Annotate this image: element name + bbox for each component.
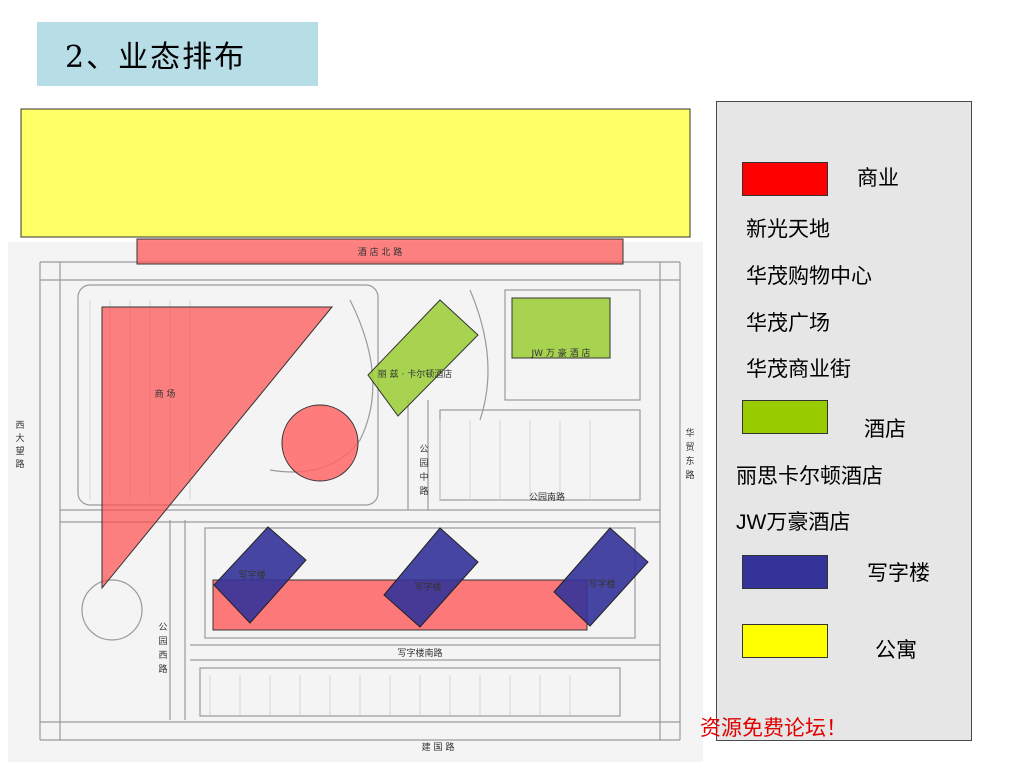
slide-title: 2、业态排布 — [65, 40, 247, 75]
site-plan: 酒 店 北 路 商 场 丽 兹 · 卡尔顿酒店 JW 万 豪 酒 店 写字楼 写… — [8, 108, 703, 762]
office-label-3: 写字楼 — [588, 578, 615, 590]
legend-commercial-item: 华茂商业街 — [746, 357, 851, 381]
legend-commercial-item: 华茂广场 — [746, 311, 830, 335]
legend-hotel-item: JW万豪酒店 — [736, 511, 851, 534]
svg-text:公: 公 — [419, 444, 428, 455]
svg-text:园: 园 — [158, 636, 167, 647]
street-hotel-north-road: 酒 店 北 路 — [358, 246, 403, 258]
legend-commercial-label: 商业 — [857, 166, 899, 190]
ritz-label: 丽 兹 · 卡尔顿酒店 — [378, 368, 452, 380]
svg-text:路: 路 — [158, 663, 167, 675]
office-tower-2 — [383, 527, 479, 628]
apartment-zone — [20, 108, 691, 238]
street-park-south-road: 公园南路 — [529, 491, 565, 503]
svg-text:路: 路 — [419, 485, 428, 497]
svg-text:贸: 贸 — [685, 441, 694, 453]
legend-hotel-swatch — [742, 400, 828, 434]
svg-text:华: 华 — [685, 427, 694, 439]
svg-text:园: 园 — [419, 458, 428, 469]
commercial-strip-north — [136, 238, 624, 265]
office-label-2: 写字楼 — [414, 581, 441, 593]
svg-text:路: 路 — [685, 469, 694, 481]
street-west-dawang-road: 西 大 望 路 — [15, 420, 24, 470]
svg-text:大: 大 — [15, 432, 24, 444]
svg-text:公: 公 — [158, 622, 167, 633]
commercial-mall-zone — [101, 306, 334, 590]
legend-hotel-label: 酒店 — [864, 417, 906, 441]
svg-text:东: 东 — [685, 455, 694, 467]
legend-commercial-swatch — [742, 162, 828, 196]
legend-office-swatch — [742, 555, 828, 589]
legend-commercial-item: 华茂购物中心 — [746, 264, 872, 288]
office-tower-3 — [553, 527, 649, 627]
legend-hotel-item: 丽思卡尔顿酒店 — [736, 464, 883, 488]
office-label-1: 写字楼 — [238, 569, 265, 581]
svg-text:路: 路 — [15, 458, 24, 470]
street-huamao-east-road: 华 贸 东 路 — [685, 427, 694, 481]
legend-apartment-label: 公寓 — [875, 638, 917, 662]
legend-office-label: 写字楼 — [867, 561, 930, 585]
footer-text: 资源免费论坛！ — [700, 716, 847, 740]
jw-label: JW 万 豪 酒 店 — [531, 347, 591, 359]
legend-panel: 商业 新光天地 华茂购物中心 华茂广场 华茂商业街 酒店 丽思卡尔顿酒店 JW万… — [716, 101, 972, 741]
commercial-circle-zone — [281, 404, 359, 482]
street-park-middle-road: 公 园 中 路 — [419, 444, 428, 497]
street-office-south-road: 写字楼南路 — [397, 647, 442, 659]
street-park-west-road: 公 园 西 路 — [158, 622, 167, 675]
title-box: 2、业态排布 — [37, 22, 318, 86]
legend-commercial-item: 新光天地 — [746, 217, 830, 241]
mall-label: 商 场 — [155, 388, 176, 400]
legend-apartment-swatch — [742, 624, 828, 658]
office-tower-1 — [213, 526, 307, 624]
street-jianguo-road: 建 国 路 — [422, 741, 455, 753]
svg-text:望: 望 — [15, 445, 24, 457]
hotel-ritz-zone — [367, 299, 479, 417]
svg-text:西: 西 — [15, 420, 24, 431]
svg-text:西: 西 — [158, 650, 167, 661]
svg-text:中: 中 — [419, 471, 428, 483]
hotel-jw-zone — [511, 297, 611, 359]
